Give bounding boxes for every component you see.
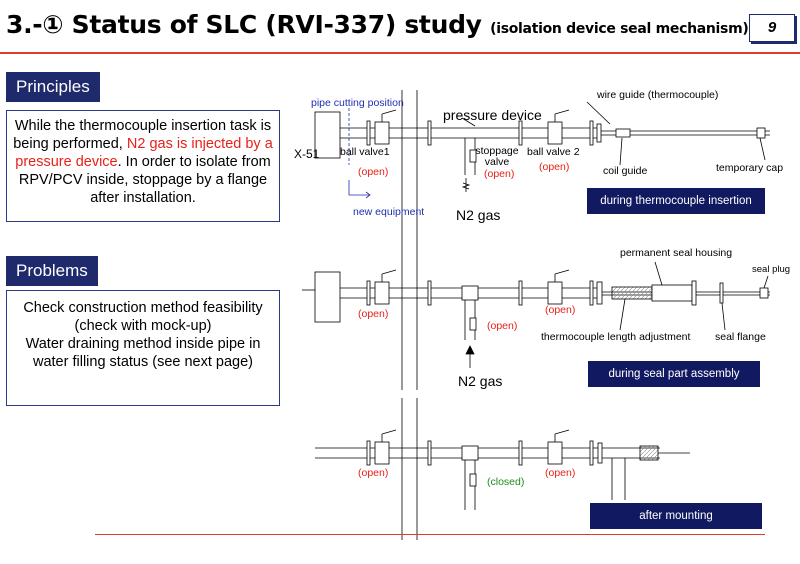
problems-line-1: Check construction method feasibility [23, 300, 263, 316]
d1-stoppage-valve-label: stoppage valve [475, 145, 519, 168]
d2-permanent-seal-housing-label: permanent seal housing [620, 247, 733, 259]
d1-x51-label: X-51 [294, 147, 320, 161]
diagram2-drawing [302, 215, 770, 390]
d2-open2-label: (open) [487, 320, 518, 332]
d3-state-badge: after mounting [590, 503, 762, 529]
problems-heading: Problems [6, 256, 98, 286]
d3-open1-label: (open) [358, 467, 389, 479]
d2-length-adjustment-label: thermocouple length adjustment [541, 331, 691, 343]
principles-text: While the thermocouple insertion task is… [13, 118, 272, 152]
d2-seal-flange-label: seal flange [715, 331, 766, 343]
d1-n2-gas-label: N2 gas [456, 207, 501, 223]
page-title: 3.-① Status of SLC (RVI-337) study (isol… [6, 10, 749, 39]
problems-line-3: Water draining method inside pipe in wat… [25, 336, 261, 370]
d1-open2-label: (open) [484, 168, 515, 180]
d3-closed-label: (closed) [487, 476, 525, 488]
principles-highlight: N2 gas is injected by a pressure device [15, 136, 273, 170]
d2-state-badge: during seal part assembly [588, 361, 760, 387]
d1-wire-guide-label: wire guide (thermocouple) [597, 89, 719, 101]
title-subtitle: (isolation device seal mechanism) [490, 21, 749, 37]
d1-pipe-cutting-label: pipe cutting position [311, 97, 404, 109]
d1-new-equipment-label: new equipment [353, 206, 425, 218]
diagram3-drawing [315, 398, 690, 540]
problems-line-2: (check with mock-up) [74, 318, 212, 334]
d1-open3-label: (open) [539, 161, 570, 173]
page-number: 9 [749, 14, 795, 42]
d1-open1-label: (open) [358, 166, 389, 178]
d2-seal-plug-label: seal plug [752, 264, 791, 275]
d2-open3-label: (open) [545, 304, 576, 316]
d2-open1-label: (open) [358, 308, 389, 320]
principles-heading: Principles [6, 72, 100, 102]
principles-text-end: . In order to isolate from RPV/PCV insid… [18, 154, 271, 206]
diagram1-drawing [314, 90, 770, 215]
d1-ball-valve1-label: ball valve1 [340, 146, 390, 158]
d1-pressure-device-label: pressure device [443, 107, 542, 123]
title-underline [0, 52, 800, 54]
d1-state-badge: during thermocouple insertion [587, 188, 765, 214]
title-main: 3.-① Status of SLC (RVI-337) study [6, 10, 482, 39]
d1-coil-guide-label: coil guide [603, 165, 648, 177]
problems-box: Check construction method feasibility (c… [6, 290, 280, 406]
principles-box: While the thermocouple insertion task is… [6, 110, 280, 222]
d1-ball-valve2-label: ball valve 2 [527, 146, 580, 158]
d3-open2-label: (open) [545, 467, 576, 479]
footer-line [95, 534, 765, 535]
d2-n2-gas-label: N2 gas [458, 373, 503, 389]
d1-temporary-cap-label: temporary cap [716, 162, 784, 174]
